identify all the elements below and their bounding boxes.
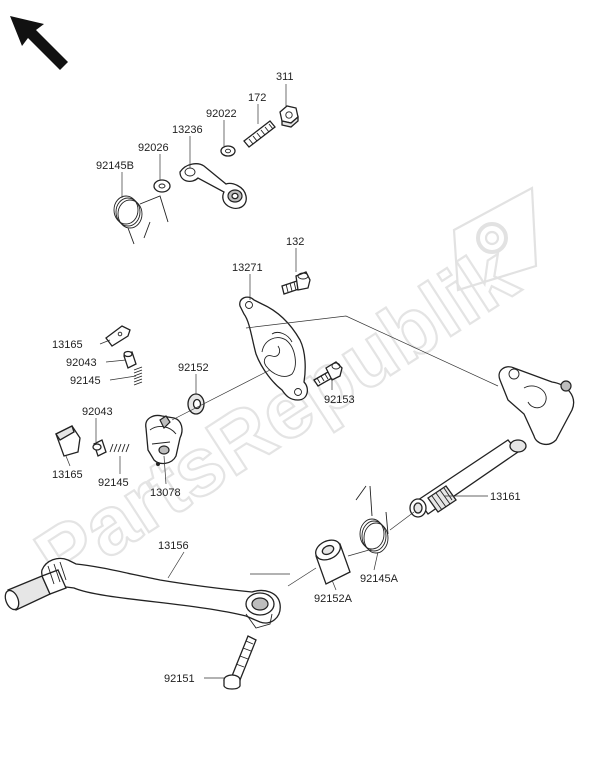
label-311: 311 bbox=[276, 71, 294, 83]
label-92026: 92026 bbox=[138, 142, 169, 154]
watermark-gear-icon bbox=[452, 186, 538, 292]
part-172-threaded-rod bbox=[243, 120, 276, 148]
part-labels: 311 172 92022 13236 92026 92145B 132 132… bbox=[52, 71, 521, 685]
label-92145A: 92145A bbox=[360, 573, 399, 585]
label-92152: 92152 bbox=[178, 362, 209, 374]
part-13078-cam bbox=[145, 414, 183, 466]
label-92153: 92153 bbox=[324, 394, 355, 406]
part-13271-guide-plate bbox=[239, 296, 309, 401]
label-92145B: 92145B bbox=[96, 160, 134, 172]
label-92145-bot: 92145 bbox=[98, 477, 129, 489]
label-13078: 13078 bbox=[150, 487, 181, 499]
part-13156-shift-pedal bbox=[4, 557, 281, 629]
part-13236-link-arm bbox=[179, 163, 247, 210]
label-132: 132 bbox=[286, 236, 304, 248]
label-92151: 92151 bbox=[164, 673, 195, 685]
part-92043-pin-mid bbox=[92, 439, 107, 457]
part-92026-washer bbox=[153, 179, 171, 193]
part-92152A-collar bbox=[315, 539, 351, 585]
part-92145A-spring bbox=[355, 485, 389, 554]
label-92043-mid: 92043 bbox=[82, 406, 113, 418]
label-92145-top: 92145 bbox=[70, 375, 101, 387]
part-132-bolt bbox=[281, 271, 311, 295]
assembly-reference-lines bbox=[171, 315, 499, 587]
part-92022-washer bbox=[220, 145, 236, 157]
part-92043-pin-top bbox=[123, 350, 137, 369]
watermark: PartsRepublik bbox=[19, 186, 538, 606]
part-92153-bolt bbox=[313, 361, 343, 387]
label-13271: 13271 bbox=[232, 262, 263, 274]
label-13161: 13161 bbox=[490, 491, 521, 503]
part-311-nut bbox=[279, 105, 299, 128]
part-13161-shift-shaft bbox=[409, 366, 575, 518]
label-13165-top: 13165 bbox=[52, 339, 83, 351]
part-92145-spring-top bbox=[133, 366, 143, 386]
part-13165-pawl-bottom bbox=[55, 425, 81, 457]
label-13156: 13156 bbox=[158, 540, 189, 552]
part-92151-bolt bbox=[223, 635, 257, 690]
label-92152A: 92152A bbox=[314, 593, 353, 605]
part-92145B-spring bbox=[113, 195, 169, 245]
label-13165-bot: 13165 bbox=[52, 469, 83, 481]
front-direction-arrow-icon bbox=[10, 16, 68, 70]
label-92043-top: 92043 bbox=[66, 357, 97, 369]
part-13165-pawl-top bbox=[105, 325, 131, 347]
label-92022: 92022 bbox=[206, 108, 237, 120]
label-13236: 13236 bbox=[172, 124, 203, 136]
leader-lines bbox=[65, 84, 488, 679]
part-92152-washer bbox=[187, 393, 205, 415]
part-92145-spring-bottom bbox=[109, 443, 130, 453]
label-172: 172 bbox=[248, 92, 266, 104]
